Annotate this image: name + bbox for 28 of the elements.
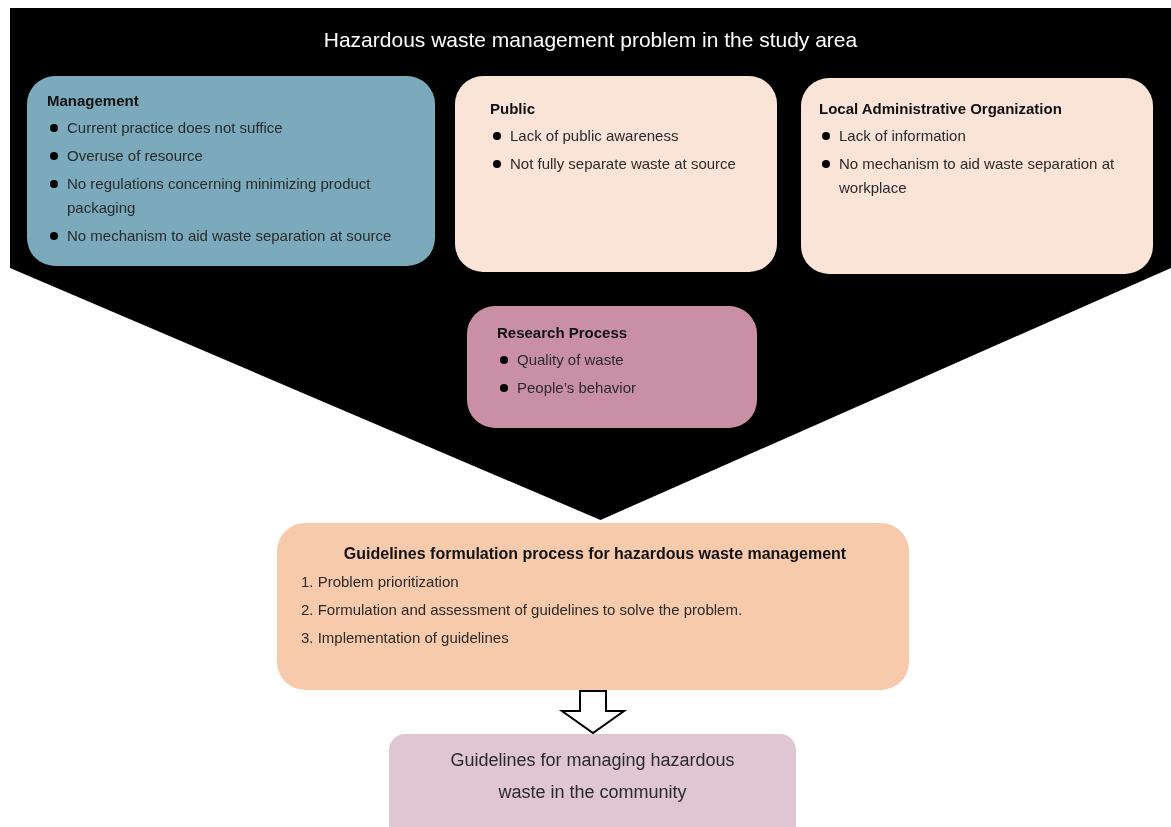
- category-card: [455, 76, 777, 272]
- card-heading: Guidelines formulation process for hazardous waste management: [342, 545, 848, 563]
- card-heading: Public: [490, 100, 536, 117]
- bullet-item: No mechanism to aid waste separation at source: [47, 224, 415, 248]
- bullet-item: Overuse of resource: [47, 144, 415, 168]
- bullet-item: Lack of information: [819, 124, 1133, 148]
- card-heading: Local Administrative Organization: [819, 100, 1063, 117]
- block-arrow: [558, 690, 628, 735]
- bullet-item: No regulations concerning minimizing product packaging: [47, 172, 415, 220]
- banner-title: Hazardous waste management problem in the study area: [322, 28, 859, 52]
- problem-banner: [10, 8, 1171, 520]
- outcome-text: Guidelines for managing hazardous waste in the community: [449, 748, 736, 804]
- card-heading: Research Process: [497, 324, 629, 341]
- category-card: [27, 76, 435, 266]
- bullet-item: Not fully separate waste at source: [490, 152, 757, 176]
- bullet-item: People’s behavior: [497, 376, 737, 400]
- numbered-step: 3. Implementation of guidelines: [301, 626, 889, 650]
- bullet-item: Lack of public awareness: [490, 124, 757, 148]
- numbered-step: 1. Problem prioritization: [301, 570, 889, 594]
- category-card: [801, 78, 1153, 274]
- outcome-box: [389, 734, 796, 827]
- research-card: [467, 306, 757, 428]
- numbered-step: 2. Formulation and assessment of guidelines to solve the problem.: [301, 598, 889, 622]
- bullet-item: No mechanism to aid waste separation at workplace: [819, 152, 1133, 200]
- bullet-item: Current practice does not suffice: [47, 116, 415, 140]
- card-heading: Management: [47, 92, 140, 109]
- process-box: [277, 523, 909, 690]
- bullet-item: Quality of waste: [497, 348, 737, 372]
